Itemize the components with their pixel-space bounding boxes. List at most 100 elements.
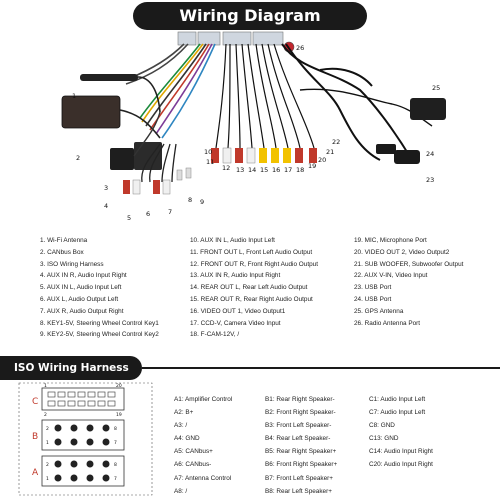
pin-item: A2: B+ xyxy=(174,409,194,417)
legend-item: 2. CANbus Box xyxy=(40,248,84,256)
legend-item: 16. VIDEO OUT 1, Video Output1 xyxy=(190,307,286,315)
iso-block-c xyxy=(41,387,125,411)
iso-section-title: ISO Wiring Harness xyxy=(0,356,142,380)
legend-item: 13. AUX IN R, Audio Input Right xyxy=(190,272,281,280)
legend-item: 19. MIC, Microphone Port xyxy=(354,237,427,244)
iso-pin-a1: 1 xyxy=(46,476,49,482)
iso-label-c: C xyxy=(32,397,38,407)
rca-plugs-left xyxy=(123,143,192,195)
legend-item: 14. REAR OUT L, Rear Left Audio Output xyxy=(190,284,308,292)
iso-label-a: A xyxy=(32,468,39,478)
legend-item: 21. SUB WOOFER, Subwoofer Output xyxy=(354,260,464,268)
callout-13: 13 xyxy=(236,166,244,174)
pin-item: B8: Rear Left Speaker+ xyxy=(265,487,332,495)
iso-block-a xyxy=(41,455,125,487)
iso-label-b: B xyxy=(32,432,38,442)
iso-pin-c20: 20 xyxy=(116,383,122,389)
callout-14: 14 xyxy=(248,166,256,174)
legend-item: 6. AUX L, Audio Output Left xyxy=(40,295,119,303)
iso-pin-c1: 1 xyxy=(44,383,47,389)
callout-2: 2 xyxy=(76,154,80,162)
callout-3: 3 xyxy=(104,184,108,192)
callout-4: 4 xyxy=(104,202,108,210)
pin-item: B6: Front Right Speaker+ xyxy=(265,461,338,469)
callout-11: 11 xyxy=(206,158,214,166)
callout-24: 24 xyxy=(426,150,434,158)
pin-item: B5: Rear Right Speaker+ xyxy=(265,448,337,456)
pin-item: B1: Rear Right Speaker- xyxy=(265,396,335,403)
iso-harness-wires xyxy=(125,43,216,139)
legend-column-1: 1. Wi-Fi Antenna 2. CANbus Box 3. ISO Wi… xyxy=(40,235,159,341)
legend-item: 12. FRONT OUT R, Front Right Audio Outpu… xyxy=(190,260,318,268)
legend-item: 9. KEY2-5V, Steering Wheel Control Key2 xyxy=(40,331,159,339)
legend-item: 18. F-CAM-12V, / xyxy=(190,331,240,339)
iso-pin-b1: 1 xyxy=(46,440,49,446)
callouts: 1 2 3 4 5 6 7 8 9 10 11 12 13 14 15 16 1… xyxy=(72,44,440,222)
iso-pin-a7: 7 xyxy=(114,476,117,482)
page-title: Wiring Diagram xyxy=(133,2,367,30)
callout-15: 15 xyxy=(260,166,268,174)
iso-pin-b2: 2 xyxy=(46,426,49,432)
wifi-antenna xyxy=(80,74,161,113)
callout-5: 5 xyxy=(127,214,131,222)
pin-item: A3: / xyxy=(174,422,188,430)
usb-cables xyxy=(281,43,413,161)
callout-26: 26 xyxy=(296,44,304,52)
canbus-box xyxy=(61,95,161,139)
legend-item: 3. ISO Wiring Harness xyxy=(40,260,104,268)
callout-19: 19 xyxy=(308,162,316,170)
legend-item: 8. KEY1-5V, Steering Wheel Control Key1 xyxy=(40,319,159,327)
legend-item: 15. REAR OUT R, Rear Right Audio Output xyxy=(190,295,313,303)
pin-item: B3: Front Left Speaker- xyxy=(265,422,332,430)
legend-item: 10. AUX IN L, Audio Input Left xyxy=(190,237,275,244)
legend-column-2: 10. AUX IN L, Audio Input Left 11. FRONT… xyxy=(190,235,318,341)
rca-bundle-center xyxy=(215,43,315,149)
legend-item: 11. FRONT OUT L, Front Left Audio Output xyxy=(190,248,313,256)
callout-1: 1 xyxy=(72,92,76,100)
callout-20: 20 xyxy=(318,156,326,164)
callout-17: 17 xyxy=(284,166,292,174)
usb-plug-23 xyxy=(394,150,420,164)
iso-harness-plugs xyxy=(110,111,162,170)
iso-pin-c2: 2 xyxy=(44,412,47,418)
pin-item: A5: CANbus+ xyxy=(174,448,213,456)
callout-9: 9 xyxy=(200,198,204,206)
iso-section-header: ISO Wiring Harness xyxy=(0,356,500,380)
pin-item: C7: Audio Input Left xyxy=(369,409,426,417)
callout-8: 8 xyxy=(188,196,192,204)
iso-pin-c19: 19 xyxy=(116,412,122,418)
pin-item: B2: Front Right Speaker- xyxy=(265,409,336,417)
iso-connector-diagram: C B A 1 20 2 19 2 8 1 7 2 8 1 7 xyxy=(18,382,153,496)
legend-item: 7. AUX R, Audio Output Right xyxy=(40,307,124,315)
pin-item: C13: GND xyxy=(369,435,399,443)
callout-7: 7 xyxy=(168,208,172,216)
pin-item: C20: Audio Input Right xyxy=(369,461,433,469)
iso-block-b xyxy=(41,419,125,451)
legend-item: 5. AUX IN L, Audio Input Left xyxy=(40,284,122,292)
pin-item: A4: GND xyxy=(174,435,200,443)
pin-item: C8: GND xyxy=(369,422,395,430)
legend-item: 26. Radio Antenna Port xyxy=(354,319,421,327)
pin-list-b: B1: Rear Right Speaker- B2: Front Right … xyxy=(265,393,337,498)
callout-22: 22 xyxy=(332,138,340,146)
pin-item: B7: Front Left Speaker+ xyxy=(265,474,334,482)
legend-item: 20. VIDEO OUT 2, Video Output2 xyxy=(354,248,450,256)
rca-plugs-center xyxy=(211,147,317,164)
callout-10: 10 xyxy=(204,148,212,156)
callout-12: 12 xyxy=(222,164,230,172)
legend-item: 4. AUX IN R, Audio Input Right xyxy=(40,272,127,280)
legend-item: 17. CCD-V, Camera Video Input xyxy=(190,319,281,327)
legend-item: 22. AUX V-IN, Video Input xyxy=(354,272,428,280)
iso-pin-a8: 8 xyxy=(114,462,117,468)
iso-pin-b7: 7 xyxy=(114,440,117,446)
callout-6: 6 xyxy=(146,210,150,218)
gps-antenna xyxy=(299,88,446,127)
callout-16: 16 xyxy=(272,166,280,174)
pin-list-a: A1: Amplifier Control A2: B+ A3: / A4: G… xyxy=(174,393,232,498)
legend-item: 25. GPS Antenna xyxy=(354,307,404,315)
pin-item: B4: Rear Left Speaker- xyxy=(265,435,331,443)
pin-item: A7: Antenna Control xyxy=(174,474,232,482)
wiring-diagram: 1 2 3 4 5 6 7 8 9 10 11 12 13 14 15 16 1… xyxy=(61,31,446,222)
legend-column-3: 19. MIC, Microphone Port 20. VIDEO OUT 2… xyxy=(354,235,463,329)
pin-item: A1: Amplifier Control xyxy=(174,396,233,403)
